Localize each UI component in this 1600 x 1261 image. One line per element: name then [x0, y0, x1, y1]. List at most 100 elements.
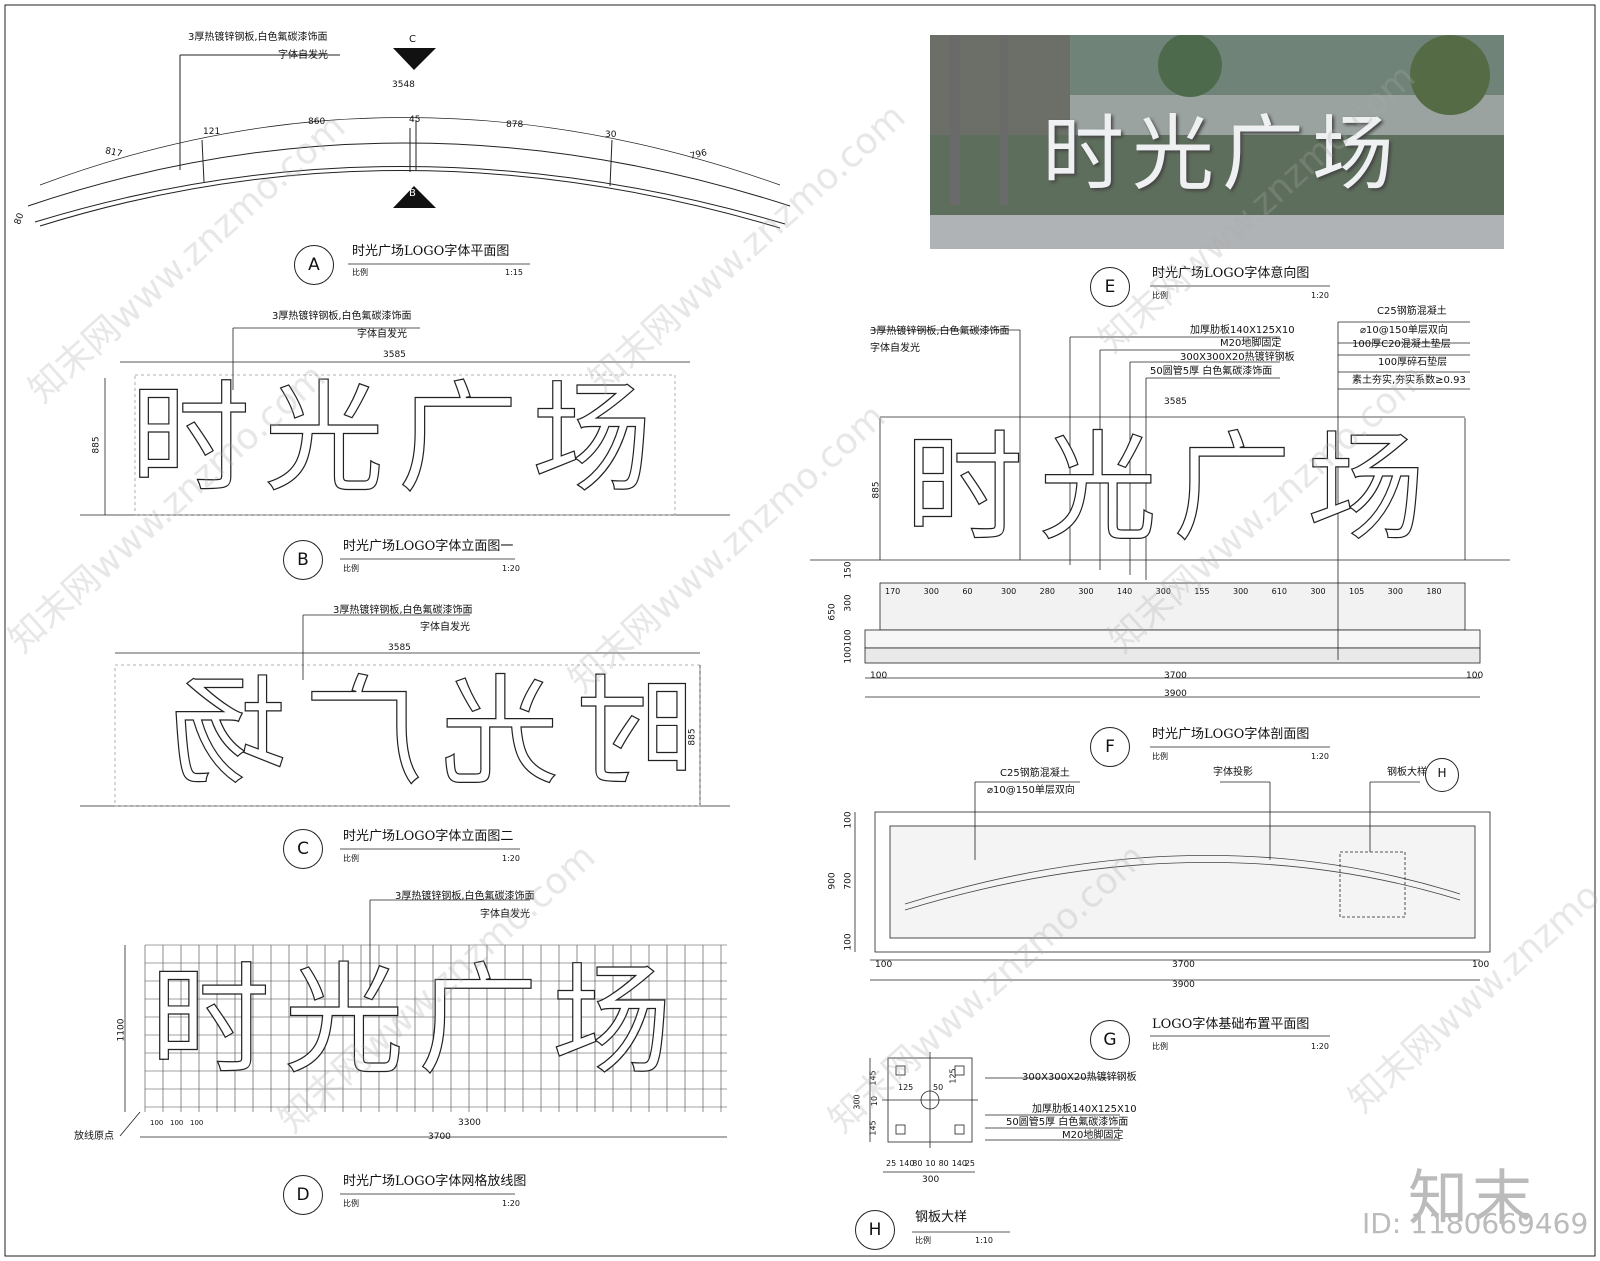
f-layer-5: 素土夯实,夯实系数≥0.93	[1352, 375, 1466, 386]
f-layer-1: C25钢筋混凝土	[1377, 306, 1447, 317]
row-dim: 140	[1117, 587, 1133, 596]
tag-e: E	[1090, 267, 1130, 307]
grid-d-chars: 时光广场	[149, 951, 686, 1091]
d-note-1: 3厚热镀锌钢板,白色氟碳漆饰面	[395, 891, 535, 902]
title-e: 时光广场LOGO字体意向图	[1152, 266, 1310, 281]
row-dim: 170	[885, 587, 901, 596]
rendering-photo: 时光广场	[930, 35, 1504, 249]
elevation-b-chars: 时光广场	[129, 369, 666, 509]
brand-logo: 知末	[1408, 1164, 1536, 1234]
b-width: 3585	[383, 350, 406, 360]
h-scale-label: 比例	[915, 1236, 931, 1245]
a-dim-2: 121	[203, 127, 221, 137]
section-b-letter: B	[409, 188, 416, 199]
tag-h: H	[855, 1210, 895, 1250]
h-note-2: 加厚肋板140X125X10	[1032, 1104, 1137, 1115]
row-dim: 300	[1387, 587, 1403, 596]
a-dim-5: 878	[506, 120, 524, 130]
section-f	[810, 321, 1510, 698]
b-height: 885	[91, 436, 102, 454]
h-note-3: 50圆管5厚 白色氟碳漆饰面	[1006, 1117, 1129, 1128]
a-note-1: 3厚热镀锌钢板,白色氟碳漆饰面	[188, 32, 328, 43]
c-note-1: 3厚热镀锌钢板,白色氟碳漆饰面	[333, 605, 473, 616]
plate-dim: 140	[899, 1159, 915, 1168]
title-a: 时光广场LOGO字体平面图	[352, 244, 510, 259]
grid-d	[144, 944, 727, 1112]
b-note-1: 3厚热镀锌钢板,白色氟碳漆饰面	[272, 311, 412, 322]
h-left-4: 300	[852, 1094, 862, 1110]
d-width: 3700	[428, 1132, 451, 1142]
plate-detail-h	[869, 1052, 1120, 1173]
h-top-2: 50	[933, 1083, 944, 1092]
f-base-mid: 3700	[1164, 671, 1187, 681]
a-dim-3: 860	[308, 117, 326, 127]
section-c-letter: C	[409, 34, 416, 45]
f-note-1: 3厚热镀锌钢板,白色氟碳漆饰面	[870, 326, 1010, 337]
a-dim-4: 45	[409, 115, 421, 125]
title-b: 时光广场LOGO字体立面图一	[343, 539, 514, 554]
row-dim: 60	[962, 587, 973, 596]
d-cell-3: 100	[190, 1119, 204, 1127]
b-scale: 1:20	[502, 564, 520, 573]
f-base-right: 100	[1466, 671, 1484, 681]
f-left-dim-3: 650	[827, 603, 838, 621]
a-scale: 1:15	[505, 268, 523, 277]
d-scale-label: 比例	[343, 1199, 359, 1208]
g-base-right: 100	[1472, 960, 1490, 970]
f-scale-label: 比例	[1152, 752, 1168, 761]
id-label: ID: 1180669469	[1362, 1207, 1589, 1240]
f-left-dim-4: 100	[843, 629, 854, 647]
h-scale: 1:10	[975, 1236, 993, 1245]
d-cell-2: 100	[170, 1119, 184, 1127]
h-note-1: 300X300X20热镀锌钢板	[1022, 1072, 1137, 1083]
row-dim: 300	[1078, 587, 1094, 596]
f-right-note-4: 50圆管5厚 白色氟碳漆饰面	[1150, 366, 1273, 377]
row-dim: 300	[1233, 587, 1249, 596]
tag-h-ref: H	[1425, 758, 1459, 792]
plate-dim: 10	[925, 1159, 936, 1168]
e-scale-label: 比例	[1152, 291, 1168, 300]
f-right-note-3: 300X300X20热镀锌钢板	[1180, 352, 1295, 363]
a-note-2: 字体自发光	[278, 50, 328, 61]
c-width: 3585	[388, 643, 411, 653]
row-dim: 300	[923, 587, 939, 596]
f-left-dim-5: 100	[843, 646, 854, 664]
row-dim: 280	[1039, 587, 1055, 596]
row-dim: 105	[1349, 587, 1365, 596]
row-dim: 180	[1426, 587, 1442, 596]
g-scale: 1:20	[1311, 1042, 1329, 1051]
plan-a-arc	[27, 54, 791, 229]
f-left-dim-2: 300	[843, 594, 854, 612]
row-dim: 300	[1155, 587, 1171, 596]
tag-b: B	[283, 540, 323, 580]
h-top-1: 125	[898, 1083, 914, 1092]
d-height: 1100	[116, 1018, 127, 1042]
h-note-4: M20地脚固定	[1062, 1130, 1124, 1141]
b-scale-label: 比例	[343, 564, 359, 573]
c-note-2: 字体自发光	[420, 622, 470, 633]
title-h: 钢板大样	[915, 1210, 968, 1225]
c-scale-label: 比例	[343, 854, 359, 863]
f-right-note-1: 加厚肋板140X125X10	[1190, 325, 1295, 336]
b-note-2: 字体自发光	[357, 329, 407, 340]
grid-d-frame	[119, 899, 727, 1138]
g-left-1: 100	[843, 811, 854, 829]
plate-dim: 80	[938, 1159, 949, 1168]
f-left-dim-1: 150	[843, 561, 854, 579]
f-layer-3: 100厚C20混凝土垫层	[1352, 339, 1451, 350]
h-left-1: 145	[868, 1070, 878, 1086]
g-left-3: 900	[827, 872, 838, 890]
g-base-left: 100	[875, 960, 893, 970]
row-dim: 610	[1271, 587, 1287, 596]
f-base-total: 3900	[1164, 689, 1187, 699]
f-right-note-2: M20地脚固定	[1220, 338, 1282, 349]
d-cell-1: 100	[150, 1119, 164, 1127]
section-markers	[393, 48, 436, 208]
plate-dim: 80	[912, 1159, 923, 1168]
h-width: 300	[922, 1175, 940, 1185]
f-height: 885	[871, 481, 882, 499]
g-note-2: ⌀10@150单层双向	[987, 785, 1075, 796]
g-left-2: 700	[843, 872, 854, 890]
